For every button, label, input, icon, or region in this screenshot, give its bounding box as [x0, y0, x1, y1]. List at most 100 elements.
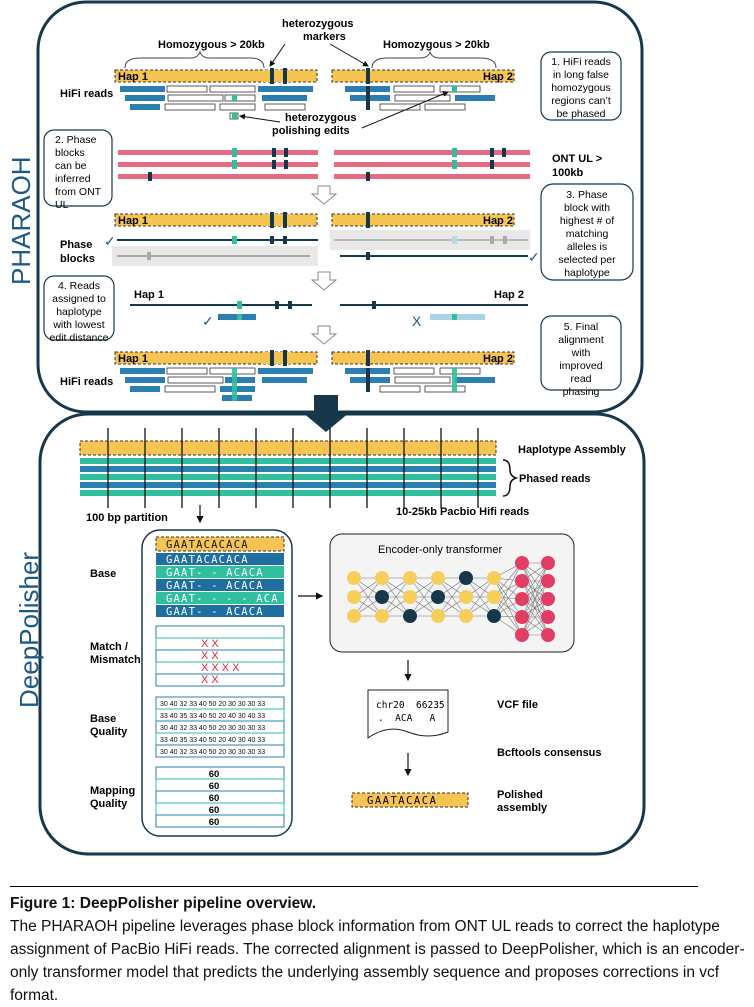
hifi-reads-group-1: [120, 85, 495, 120]
match-label: Match /Mismatch: [90, 641, 141, 666]
ont-ul-label: ONT UL >100kb: [552, 153, 602, 179]
het-marker-arrow-2: [329, 43, 369, 67]
hap1-label-1: Hap 1: [118, 71, 148, 83]
mismatch-row-3: X X: [201, 674, 219, 686]
partition-lines: [107, 428, 479, 508]
hap1-label-4: Hap 1: [118, 353, 148, 365]
flow-arrow-3: [310, 325, 338, 345]
network-nodes: [347, 556, 555, 642]
deeppolisher-section-label: DeepPolisher: [14, 552, 44, 708]
quality-rows: 30 40 32 33 40 50 20 30 30 30 33 33 40 3…: [155, 696, 285, 758]
mismatch-row-1: X X: [201, 650, 219, 662]
phased-reads-label: Phased reads: [519, 473, 591, 485]
step5-box: [540, 315, 622, 391]
mismatch-rows: X X X X X X X X X X: [155, 625, 285, 687]
caption-rule: [10, 886, 698, 887]
flow-arrow-2: [310, 271, 338, 291]
checkmark-3: ✓: [202, 313, 214, 329]
transformer-label: Encoder-only transformer: [378, 544, 502, 556]
het-marker-arrow-1: [269, 43, 286, 67]
phased-reads-stack: [80, 458, 496, 496]
het-edits-label-2: polishing edits: [272, 125, 350, 137]
het-markers-label-2: markers: [303, 31, 346, 43]
figure-caption: Figure 1: DeepPolisher pipeline overview…: [10, 892, 750, 1007]
mapping-row-3: 60: [209, 805, 220, 816]
mapping-row-2: 60: [209, 793, 220, 804]
checkmark-1: ✓: [104, 233, 116, 249]
pipeline-diagram: PHARAOH Homozygous > 20kb Homozygous > 2…: [6, 0, 646, 856]
het-edits-label: heterozygous: [285, 112, 357, 124]
base-rows: GAATACACACA GAATACACACA GAAT- - ACACA GA…: [155, 536, 285, 618]
flow-arrow-1: [310, 185, 338, 205]
hifi-reads-group-2: [120, 367, 495, 401]
step2-box: [43, 129, 113, 207]
quality-row-3: 33 40 35 33 40 50 20 40 30 40 33: [160, 737, 265, 744]
cross-mark: X: [412, 313, 422, 329]
homozygous-brace-left: [124, 50, 265, 69]
homozygous-brace-right: [371, 50, 497, 69]
base-row-2: GAAT- - ACACA: [166, 567, 264, 579]
base-row-0: GAATACACACA: [166, 539, 249, 551]
vcf-line-2: . ACA A: [378, 713, 435, 724]
polished-seq: GAATACACA: [367, 795, 437, 807]
quality-row-2: 30 40 32 33 40 50 20 30 30 30 33: [160, 725, 265, 732]
het-edits-arrow-1: [239, 113, 281, 123]
het-edits-arrow-2: [361, 91, 449, 129]
bcftools-label: Bcftools consensus: [497, 747, 602, 759]
mismatch-row-2: X X X X: [201, 662, 240, 674]
homozygous-label-left: Homozygous > 20kb: [158, 39, 265, 51]
base-label: Base: [90, 568, 116, 580]
checkmark-2: ✓: [528, 249, 540, 265]
hap2-bar-3: [331, 351, 515, 365]
hap1-het-block-1: [262, 70, 292, 82]
phased-reads-brace: [502, 459, 519, 497]
hap2-label-4: Hap 2: [483, 353, 513, 365]
hap2-label-2: Hap 2: [483, 215, 513, 227]
mapping-rows: 60 60 60 60 60: [155, 766, 285, 828]
haplotype-assembly-bar: [79, 440, 497, 456]
hap1-label-3: Hap 1: [134, 289, 164, 301]
deeppolisher-panel: [38, 412, 646, 856]
hifi-reads-label-2: HiFi reads: [60, 376, 113, 388]
het-markers-label: heterozygous: [282, 18, 354, 30]
quality-row-1: 33 40 35 33 40 50 20 40 30 40 33: [160, 713, 265, 720]
base-row-4: GAAT- - - - ACA: [166, 593, 279, 605]
homozygous-label-right: Homozygous > 20kb: [383, 39, 490, 51]
caption-title: Figure 1: DeepPolisher pipeline overview…: [10, 895, 317, 912]
partition-label: 100 bp partition: [86, 512, 168, 524]
base-row-5: GAAT- - ACACA: [166, 606, 264, 618]
vcf-document: [367, 689, 449, 739]
vcf-file-label: VCF file: [497, 699, 538, 711]
vcf-line-1: chr20 66235: [376, 700, 445, 711]
quality-row-0: 30 40 32 33 40 50 20 30 30 30 33: [160, 701, 265, 708]
step1-box: [540, 51, 622, 121]
base-row-1: GAATACACACA: [166, 554, 249, 566]
hifi-reads-label-1: HiFi reads: [60, 88, 113, 100]
ont-ul-reads: [118, 148, 530, 181]
caption-body: The PHARAOH pipeline leverages phase blo…: [10, 918, 745, 1004]
mapping-row-1: 60: [209, 781, 220, 792]
hap2-label-1: Hap 2: [483, 71, 513, 83]
hap2-label-3: Hap 2: [494, 289, 524, 301]
step4-box: [43, 275, 115, 341]
hap2-bar-1: [331, 69, 515, 83]
hap1-label-2: Hap 1: [118, 215, 148, 227]
mapping-row-0: 60: [209, 769, 220, 780]
base-row-3: GAAT- - ACACA: [166, 580, 264, 592]
polished-assembly-bar: [351, 792, 469, 808]
pacbio-label: 10-25kb Pacbio Hifi reads: [396, 506, 529, 518]
mapping-row-4: 60: [209, 817, 220, 828]
pharaoh-section-label: PHARAOH: [6, 156, 36, 285]
haplotype-assembly-label: Haplotype Assembly: [518, 444, 627, 456]
hap2-bar-2: [331, 213, 515, 227]
step3-box: [540, 183, 634, 281]
